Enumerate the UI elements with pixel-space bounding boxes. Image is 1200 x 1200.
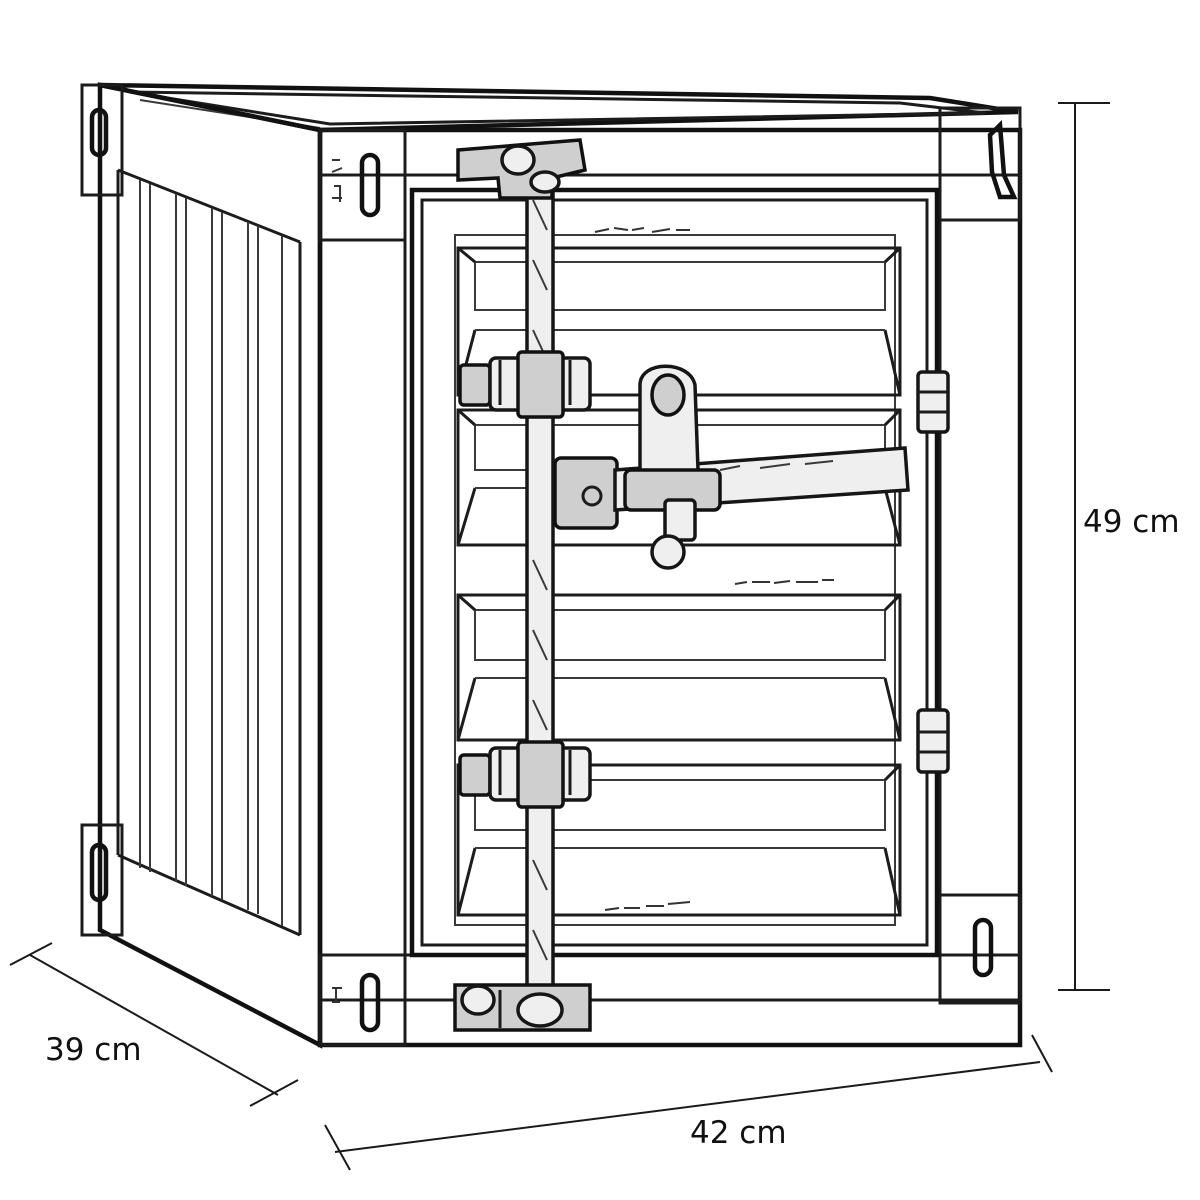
door-handle [553,364,910,570]
height-label: 49 cm [1083,504,1180,540]
corner-casting-bottom-right [938,893,1022,1005]
lower-guide-bracket [458,740,592,809]
cabinet-door [409,187,950,958]
height-dimension: 49 cm [1058,102,1180,991]
side-corrugation [139,180,283,926]
door-panels [456,246,902,917]
hinge-icon [916,370,950,434]
cabinet-front-frame [317,127,1023,1048]
corner-casting-top-left-back [80,83,124,197]
corner-casting-top-right [938,106,1022,222]
corner-casting-bottom-left-back [80,823,124,937]
top-cam-keeper [456,138,587,200]
corner-castings [80,83,1022,1047]
bottom-cam-keeper [453,983,592,1032]
upper-guide-bracket [458,350,592,419]
width-label: 42 cm [690,1115,787,1151]
shipping-container-cabinet-icon [80,82,1023,1049]
corner-casting-bottom-left [318,953,407,1047]
cabinet-top [99,82,1019,133]
locking-bar [453,138,592,1032]
cabinet-side-panel [97,82,323,1049]
corner-casting-top-left [318,128,407,242]
hinge-icon [916,708,950,774]
width-dimension: 42 cm [324,1034,1053,1171]
depth-dimension: 39 cm [9,942,299,1107]
depth-label: 39 cm [45,1032,142,1068]
door-panel-3 [456,593,902,742]
